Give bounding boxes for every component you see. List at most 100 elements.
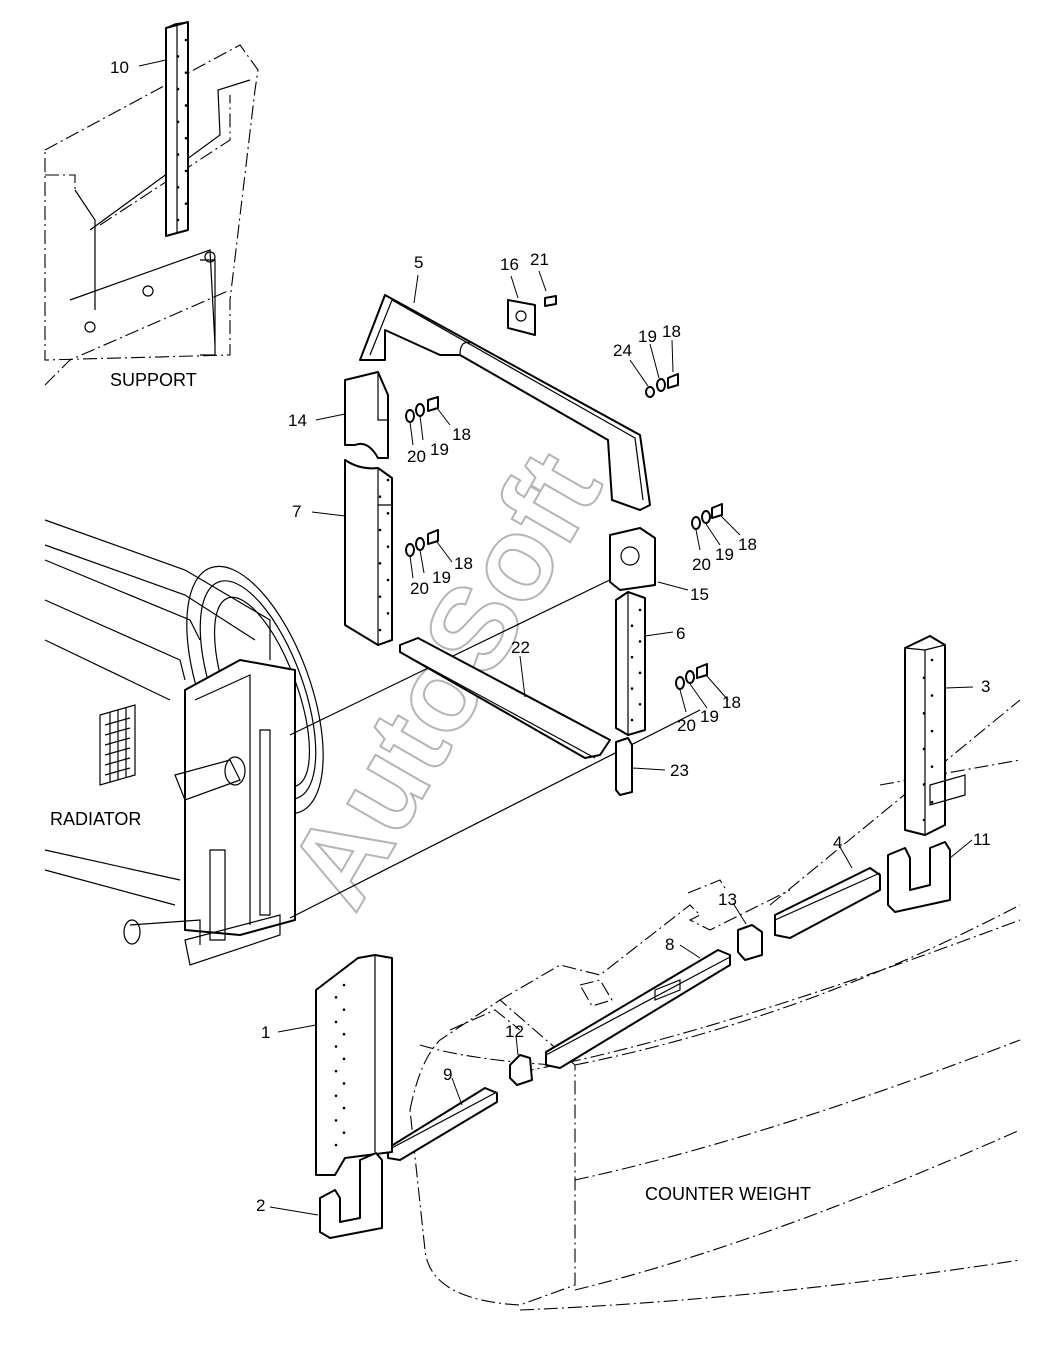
hardware-group-5 (675, 663, 708, 690)
rivet-dot (334, 1119, 338, 1122)
callout-11: 11 (973, 830, 991, 849)
callout-2: 2 (256, 1196, 265, 1215)
callout-18-d: 18 (738, 535, 757, 554)
rivet-dot (176, 120, 180, 124)
part-5-seal-frame (359, 294, 651, 511)
callout-15: 15 (690, 585, 709, 604)
rivet-dot (378, 595, 382, 598)
rivet-dot (630, 687, 634, 690)
rivet-dot (378, 495, 382, 498)
part-1-pad (315, 954, 393, 1176)
counter-weight-assembly (409, 699, 1021, 1311)
rivet-dot (334, 996, 338, 999)
support-assembly (44, 21, 259, 386)
rivet-dot (184, 202, 188, 205)
rivet-dots (176, 38, 934, 1147)
callout-8: 8 (665, 935, 674, 954)
callout-19-c: 19 (432, 568, 451, 587)
callout-9: 9 (443, 1065, 452, 1084)
rivet-dot (184, 169, 188, 173)
rivet-dot (386, 512, 390, 515)
rivet-dot (334, 1045, 338, 1048)
callout-19-e: 19 (700, 707, 719, 726)
rivet-dot (334, 1094, 338, 1098)
callout-19-b: 19 (430, 440, 449, 459)
callout-6: 6 (676, 624, 685, 643)
callout-18-e: 18 (722, 693, 741, 712)
callout-1: 1 (261, 1023, 270, 1042)
rivet-dot (342, 1008, 346, 1011)
callout-20-d: 20 (692, 555, 711, 574)
part-9-strip (387, 1087, 498, 1161)
callout-21: 21 (530, 250, 549, 269)
rivet-dot (930, 694, 934, 697)
part-8-strip (545, 949, 731, 1069)
support-label: SUPPORT (110, 370, 197, 390)
part-7-seal (344, 459, 393, 646)
callout-13: 13 (718, 890, 737, 909)
rivet-dot (630, 655, 634, 659)
callout-7: 7 (292, 502, 301, 521)
part-23-pad (615, 737, 633, 796)
callout-18-a: 18 (662, 322, 681, 341)
callout-22: 22 (511, 638, 530, 657)
hardware-group-3 (405, 529, 439, 557)
callout-19-a: 19 (638, 327, 657, 346)
rivet-dot (184, 136, 188, 140)
part-6-seal (615, 591, 646, 736)
rivet-dot (184, 104, 188, 107)
rivet-dot (638, 608, 642, 612)
callout-5: 5 (414, 253, 423, 272)
rivet-dot (184, 38, 188, 42)
rivet-dot (342, 1057, 346, 1061)
callout-20-c: 20 (410, 579, 429, 598)
part-21-bolt (544, 295, 557, 307)
rivet-dot (630, 718, 634, 722)
rivet-dot (930, 765, 934, 768)
rivet-dot (386, 545, 390, 548)
callout-19-d: 19 (715, 545, 734, 564)
watermark-text: AutoSoft (263, 431, 626, 928)
radiator-assembly (44, 519, 324, 966)
rivet-dot (630, 624, 634, 628)
rivet-dot (922, 747, 926, 751)
rivet-dot (378, 562, 382, 565)
part-13-block (737, 924, 763, 961)
part-15-bracket (609, 527, 656, 591)
part-12-block (509, 1054, 533, 1086)
callout-20-e: 20 (677, 716, 696, 735)
rivet-dot (930, 729, 934, 733)
rivet-dot (922, 783, 926, 786)
rivet-dot (638, 702, 642, 706)
callout-24: 24 (613, 341, 632, 360)
rivet-dot (342, 1032, 346, 1036)
rivet-dot (386, 478, 390, 482)
rivet-dot (386, 612, 390, 615)
callout-20-b: 20 (407, 447, 426, 466)
callout-3: 3 (981, 677, 990, 696)
rivet-dot (342, 1106, 346, 1110)
rivet-dot (176, 185, 180, 189)
callout-4: 4 (833, 833, 842, 852)
part-2-pad (319, 1152, 383, 1239)
callout-18-c: 18 (454, 554, 473, 573)
rivet-dot (176, 87, 180, 91)
callout-16: 16 (500, 255, 519, 274)
callout-14: 14 (288, 411, 307, 430)
part-4-strip (774, 867, 881, 939)
part-14-seal (344, 371, 389, 459)
callout-12: 12 (505, 1022, 524, 1041)
radiator-label: RADIATOR (50, 809, 141, 829)
counter-weight-label: COUNTER WEIGHT (645, 1184, 811, 1204)
rivet-dot (638, 640, 642, 643)
rivet-dot (342, 1082, 346, 1085)
part-11-pad (887, 841, 951, 913)
callout-23: 23 (670, 761, 689, 780)
hardware-group-2 (405, 396, 439, 423)
callout-10: 10 (110, 58, 129, 77)
rivet-dot (334, 1069, 338, 1073)
hardware-group-1 (645, 373, 679, 398)
rivet-dot (378, 528, 382, 532)
rivet-dot (176, 55, 180, 58)
